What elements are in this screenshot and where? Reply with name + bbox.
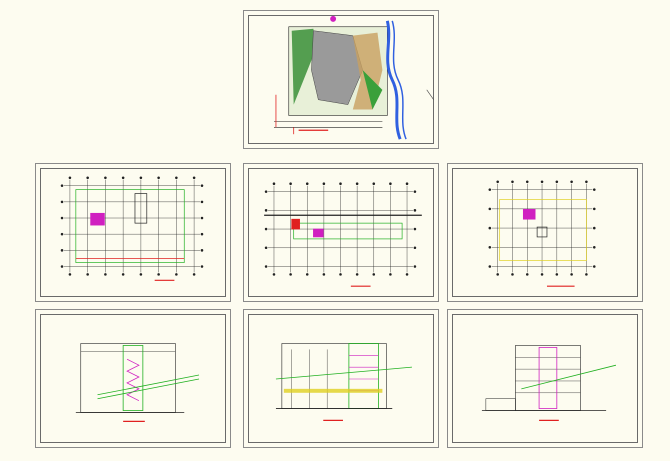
floor-plan-3-drawing	[488, 180, 596, 287]
sheet-frame	[40, 314, 226, 443]
section-3-drawing	[481, 345, 617, 421]
sheet-floor-plan-3[interactable]	[447, 163, 643, 302]
section-1-drawing	[75, 343, 200, 422]
sheet-frame	[248, 15, 434, 144]
sheet-frame	[452, 314, 638, 443]
sheet-floor-plan-1[interactable]	[35, 163, 231, 302]
sheet-frame	[452, 168, 638, 297]
sheet-frame	[248, 168, 434, 297]
site-plan-drawing	[273, 15, 434, 140]
sheet-frame	[40, 168, 226, 297]
floor-plan-2-drawing	[264, 182, 422, 287]
sheet-floor-plan-2[interactable]	[243, 163, 439, 302]
sheet-section-2[interactable]	[243, 309, 439, 448]
sheet-site-plan[interactable]	[243, 10, 439, 149]
section-2-drawing	[275, 343, 412, 421]
sheet-section-1[interactable]	[35, 309, 231, 448]
sheet-frame	[248, 314, 434, 443]
sheet-section-3[interactable]	[447, 309, 643, 448]
floor-plan-1-drawing	[60, 176, 204, 281]
